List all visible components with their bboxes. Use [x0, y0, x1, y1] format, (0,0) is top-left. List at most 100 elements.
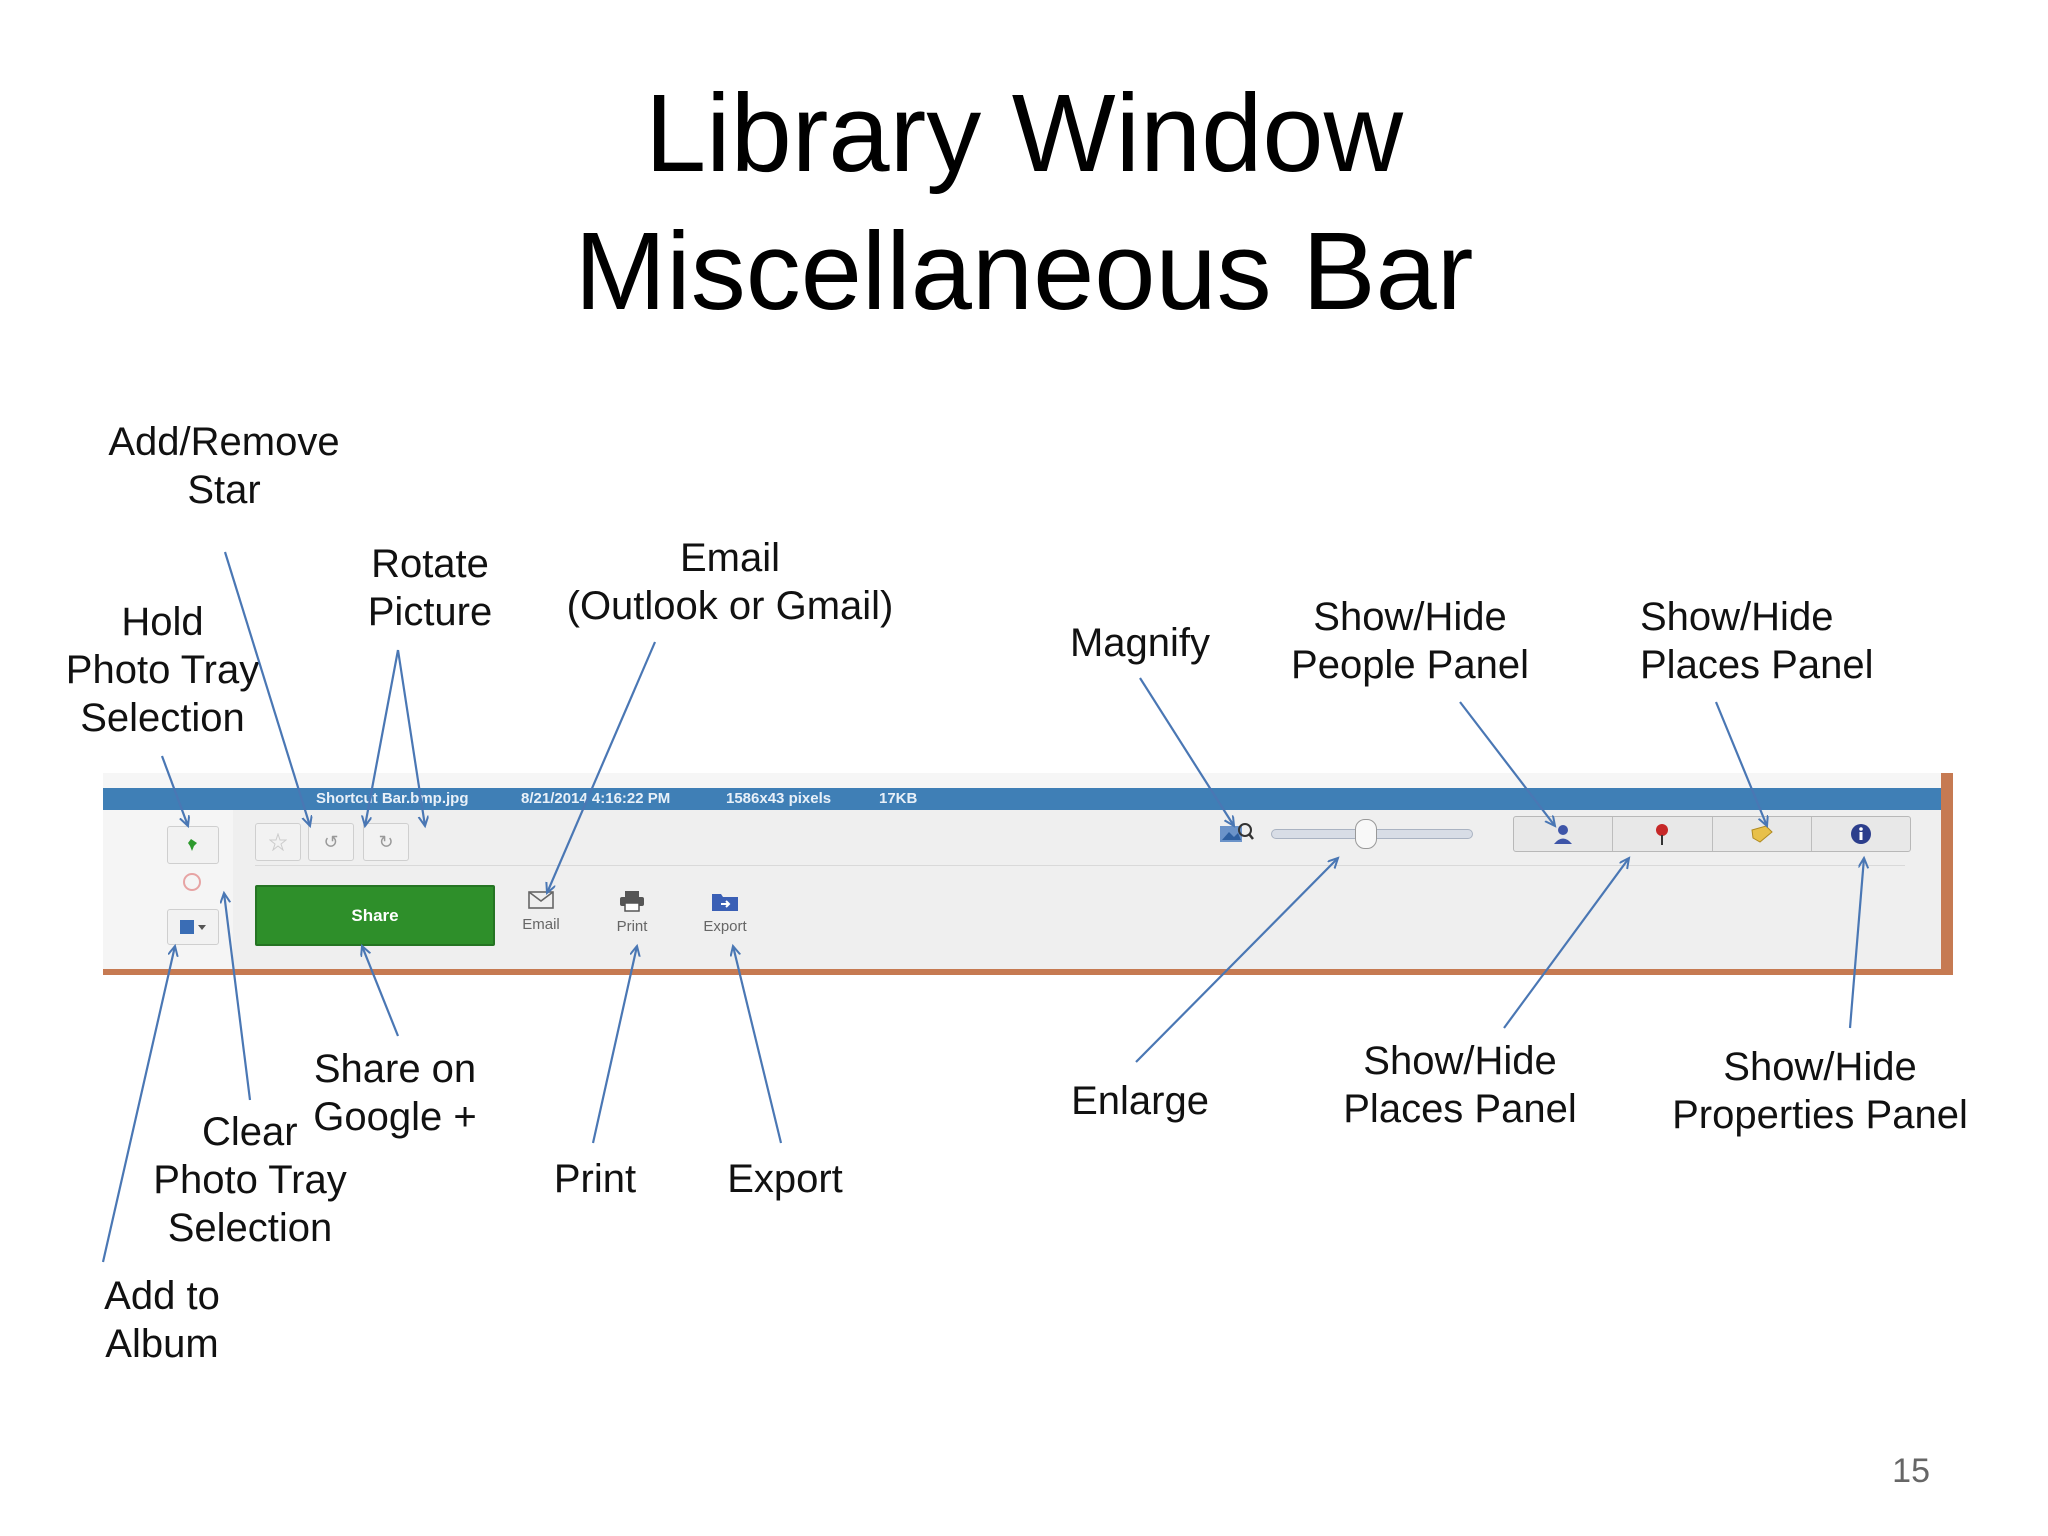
- arrow-print: [591, 946, 637, 1144]
- arrow-rotate-right: [396, 649, 425, 826]
- places-panel-button[interactable]: [1613, 817, 1713, 851]
- slide-title-line1: Library Window: [644, 72, 1404, 195]
- misc-bar-screenshot: Shortcut Bar.bmp.jpg 8/21/2014 4:16:22 P…: [103, 773, 1953, 975]
- printer-icon: [620, 891, 644, 912]
- arrow-enlarge: [1135, 858, 1338, 1063]
- label-line: Selection: [80, 696, 245, 740]
- arrow-email: [547, 641, 657, 893]
- label-line: Print: [553, 1157, 637, 1201]
- share-button[interactable]: Share: [255, 885, 495, 946]
- label-line: Google +: [313, 1095, 477, 1139]
- label-email: Email (Outlook or Gmail): [560, 534, 900, 630]
- clear-photo-tray-button[interactable]: [183, 873, 201, 891]
- info-icon: [1850, 824, 1871, 844]
- label-export: Export: [710, 1155, 860, 1203]
- label-line: Photo Tray: [153, 1158, 347, 1202]
- label-hold-photo-tray: Hold Photo Tray Selection: [60, 598, 265, 742]
- label-line: Add/Remove: [108, 420, 340, 464]
- arrow-magnify: [1139, 677, 1234, 826]
- map-pin-icon: [1656, 824, 1669, 845]
- email-label: Email: [522, 916, 560, 933]
- rotate-left-icon: ↺: [323, 831, 339, 852]
- label-line: Magnify: [1069, 621, 1211, 665]
- arrow-export: [733, 946, 783, 1144]
- email-button[interactable]: Email: [511, 890, 571, 933]
- album-icon: [180, 920, 206, 934]
- person-icon: [1554, 825, 1573, 844]
- export-label: Export: [703, 918, 747, 935]
- arrow-share-google: [362, 946, 400, 1037]
- slide-title-line2: Miscellaneous Bar: [574, 210, 1474, 333]
- arrow-people-panel: [1459, 701, 1555, 826]
- file-size: 17KB: [879, 790, 918, 807]
- label-line: Album: [105, 1322, 219, 1366]
- label-places-panel-bottom: Show/Hide Places Panel: [1320, 1037, 1600, 1133]
- star-icon: [269, 833, 287, 851]
- label-line: Photo Tray: [65, 648, 260, 692]
- label-places-panel-top: Show/Hide Places Panel: [1640, 593, 1900, 689]
- label-line: Show/Hide: [1313, 595, 1507, 639]
- frame-border-bottom: [103, 969, 1953, 975]
- label-line: Star: [187, 468, 261, 512]
- arrow-places-panel-top: [1714, 701, 1767, 826]
- label-line: Clear: [202, 1110, 298, 1154]
- add-to-album-button[interactable]: [167, 909, 219, 945]
- label-line: Places Panel: [1343, 1087, 1577, 1131]
- print-button[interactable]: Print: [602, 890, 662, 935]
- label-share-google: Share on Google +: [305, 1045, 485, 1141]
- rotate-right-button[interactable]: ↻: [363, 823, 409, 861]
- label-line: Show/Hide: [1363, 1039, 1557, 1083]
- hold-photo-tray-button[interactable]: [167, 826, 219, 864]
- label-line: Hold: [121, 600, 204, 644]
- panel-toggle-group: [1513, 816, 1911, 852]
- export-folder-icon: [712, 894, 738, 911]
- label-line: Selection: [167, 1206, 333, 1250]
- label-add-remove-star: Add/Remove Star: [104, 418, 344, 514]
- page-number: 15: [1892, 1452, 1930, 1490]
- magnify-button[interactable]: [1219, 821, 1255, 847]
- label-line: Picture: [367, 590, 493, 634]
- file-dimensions: 1586x43 pixels: [726, 790, 832, 807]
- frame-border-right: [1941, 773, 1953, 975]
- bar-top-cap: [103, 773, 1941, 788]
- arrow-places-panel-bottom: [1503, 858, 1629, 1029]
- arrow-clear-photo-tray: [224, 893, 252, 1101]
- rotate-left-button[interactable]: ↺: [308, 823, 354, 861]
- print-label: Print: [616, 918, 648, 935]
- label-clear-photo-tray: Clear Photo Tray Selection: [145, 1108, 355, 1252]
- arrow-properties-panel: [1848, 858, 1864, 1029]
- label-line: Rotate: [371, 542, 489, 586]
- label-line: (Outlook or Gmail): [566, 584, 894, 628]
- label-line: Export: [727, 1157, 843, 1201]
- label-line: Add to: [104, 1274, 220, 1318]
- label-line: Enlarge: [1071, 1079, 1209, 1123]
- label-enlarge: Enlarge: [1050, 1077, 1230, 1125]
- label-properties-panel: Show/Hide Properties Panel: [1660, 1043, 1980, 1139]
- label-line: Email: [679, 536, 781, 580]
- label-line: Share on: [313, 1047, 477, 1091]
- label-line: Show/Hide: [1640, 595, 1834, 639]
- green-pin-icon: [188, 839, 197, 851]
- people-panel-button[interactable]: [1514, 817, 1614, 851]
- magnify-icon: [1220, 823, 1254, 842]
- file-date: 8/21/2014 4:16:22 PM: [521, 790, 671, 807]
- label-magnify: Magnify: [1050, 619, 1230, 667]
- file-info-strip: Shortcut Bar.bmp.jpg 8/21/2014 4:16:22 P…: [103, 788, 1941, 810]
- enlarge-slider-knob[interactable]: [1355, 819, 1377, 849]
- star-button[interactable]: [255, 823, 301, 861]
- bar-divider: [255, 865, 1905, 866]
- arrow-add-to-album: [101, 946, 175, 1263]
- label-print: Print: [530, 1155, 660, 1203]
- arrow-rotate-left: [365, 649, 400, 826]
- label-line: People Panel: [1291, 643, 1529, 687]
- properties-panel-button[interactable]: [1812, 817, 1910, 851]
- label-rotate-picture: Rotate Picture: [350, 540, 510, 636]
- label-add-to-album: Add to Album: [92, 1272, 232, 1368]
- label-line: Properties Panel: [1672, 1093, 1968, 1137]
- export-button[interactable]: Export: [695, 890, 755, 935]
- rotate-right-icon: ↻: [378, 831, 394, 852]
- arrow-add-remove-star: [223, 551, 310, 826]
- label-line: Show/Hide: [1723, 1045, 1917, 1089]
- label-people-panel: Show/Hide People Panel: [1280, 593, 1540, 689]
